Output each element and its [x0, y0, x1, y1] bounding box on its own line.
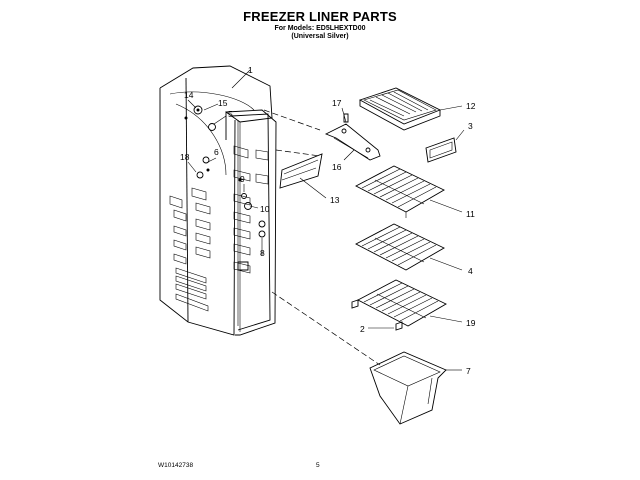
- finish-label: (Universal Silver): [291, 33, 349, 40]
- document-number: W10142738: [158, 462, 194, 469]
- liner-leader-lines: [187, 69, 263, 256]
- callout-9: 9: [240, 174, 245, 184]
- liner-fasteners: [184, 105, 266, 271]
- callout-13: 13: [330, 195, 340, 205]
- callout-18: 18: [180, 152, 190, 162]
- wire-shelf-4: [355, 223, 463, 271]
- callout-1: 1: [248, 65, 253, 75]
- callout-17: 17: [332, 98, 342, 108]
- callout-4: 4: [468, 266, 473, 276]
- page-title: FREEZER LINER PARTS: [243, 9, 397, 24]
- freezer-liner: [159, 65, 277, 336]
- callout-16: 16: [332, 162, 342, 172]
- wire-shelf-11: [355, 165, 463, 218]
- callout-6: 6: [214, 147, 219, 157]
- callout-11: 11: [466, 209, 475, 219]
- callout-3: 3: [468, 121, 473, 131]
- trim-part-13: [279, 153, 327, 199]
- top-shelf-12: [358, 87, 463, 131]
- callout-7: 7: [466, 366, 471, 376]
- callout-19: 19: [466, 318, 476, 328]
- page-number: 5: [316, 462, 320, 469]
- callout-14: 14: [184, 90, 194, 100]
- callout-12: 12: [466, 101, 476, 111]
- shelf-bracket: [324, 107, 381, 161]
- callout-2: 2: [360, 324, 365, 334]
- freezer-bin-7: [369, 351, 462, 425]
- callout-5: 5: [228, 109, 233, 119]
- wire-shelf-19: [351, 279, 463, 331]
- shelf-trim-3: [425, 129, 465, 163]
- model-number: For Models: ED5LHEXTD00: [274, 25, 366, 32]
- callout-15: 15: [218, 98, 228, 108]
- projection-lines: [263, 109, 381, 366]
- callout-8: 8: [260, 248, 265, 258]
- callout-10: 10: [260, 204, 270, 214]
